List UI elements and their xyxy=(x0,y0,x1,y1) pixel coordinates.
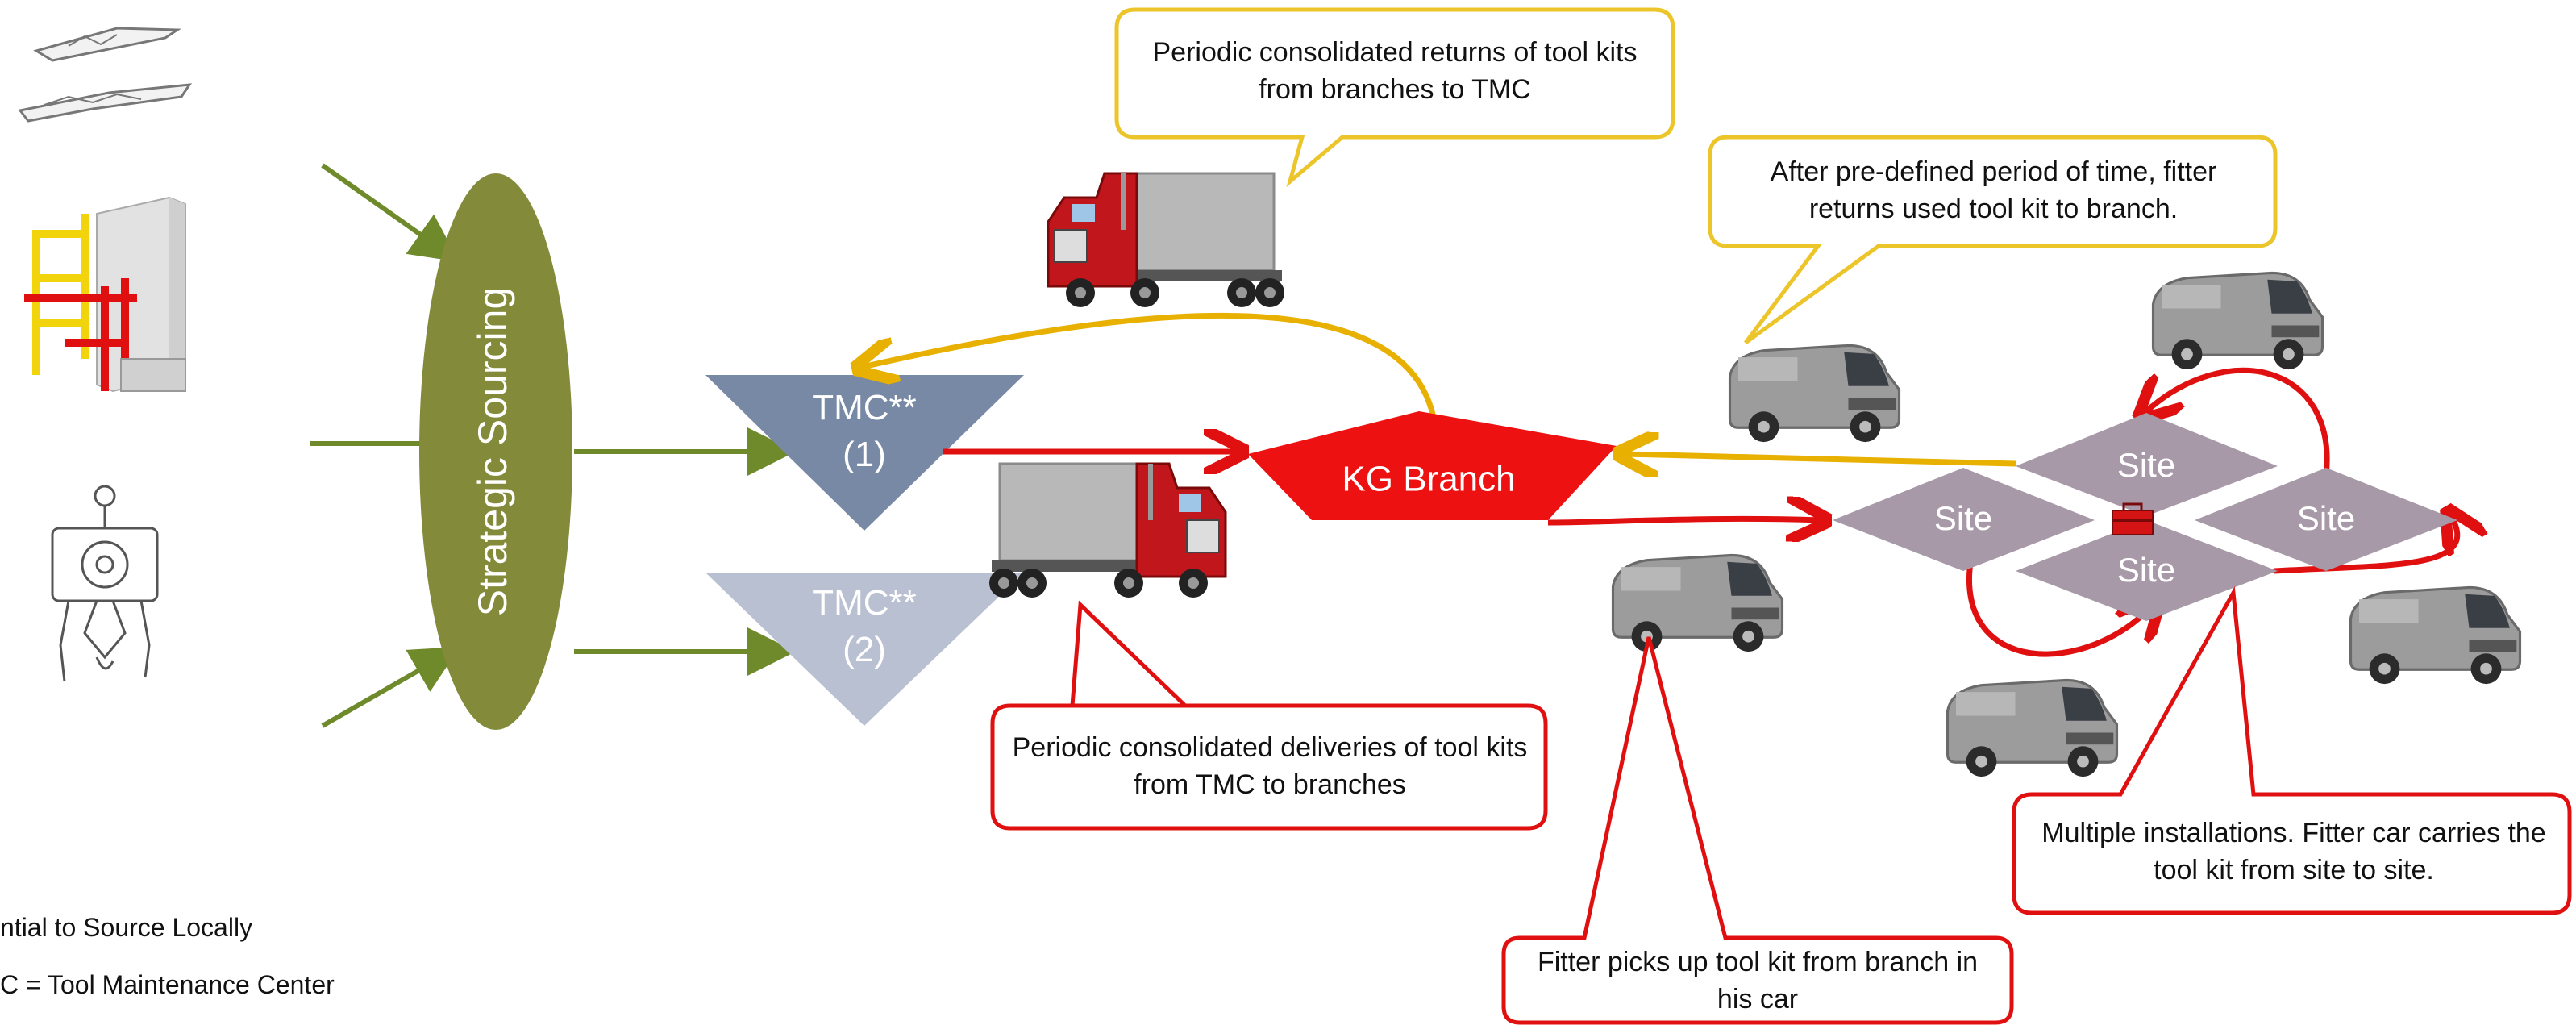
input-arrow-3 xyxy=(321,647,460,728)
footnote-source-locally: ntial to Source Locally xyxy=(0,913,253,942)
kg-branch-shape xyxy=(1248,411,1617,520)
callout-multiple-installations-bubble xyxy=(2012,585,2572,915)
site-label-left: Site xyxy=(1934,499,1992,537)
van-icon xyxy=(2151,271,2324,371)
callout-multiple-installations-text: Multiple installations. Fitter car carri… xyxy=(2041,818,2546,885)
callout-deliveries-bubble xyxy=(990,600,1548,831)
van-icon xyxy=(1611,553,1784,653)
tmc1-label-line1: TMC** xyxy=(812,388,917,427)
site-label-bottom: Site xyxy=(2117,551,2175,589)
tmc1-label-line2: (1) xyxy=(843,435,886,474)
site-diamond-left xyxy=(1833,468,2095,571)
site-loop-arrow-bottom xyxy=(1966,556,2154,657)
branch-to-tmc-return-arrow xyxy=(863,312,1437,419)
site-diamond-top xyxy=(2016,413,2278,516)
footnote-tmc-definition: C = Tool Maintenance Center xyxy=(0,970,335,999)
lifting-beam-icon xyxy=(18,27,193,123)
truck-icon xyxy=(1047,172,1286,309)
callout-returns-tmc-bubble xyxy=(1114,7,1675,188)
site-loop-arrow-top xyxy=(2145,367,2330,477)
strategic-sourcing-label: Strategic Sourcing xyxy=(470,287,515,617)
van-icon xyxy=(1946,678,2119,778)
site-diamond-bottom xyxy=(2016,520,2278,621)
callout-fitter-picks-bubble xyxy=(1501,636,2014,1025)
fitter-return-arrow xyxy=(1625,454,2016,464)
kg-branch-label: KG Branch xyxy=(1342,460,1515,499)
tmc2-label-line2: (2) xyxy=(843,630,886,669)
van-icon xyxy=(2349,585,2522,685)
callout-fitter-returns-bubble xyxy=(1708,135,2278,345)
callout-deliveries-text: Periodic consolidated deliveries of tool… xyxy=(1012,732,1528,800)
van-icon xyxy=(1728,344,1901,444)
hoist-tool-icon xyxy=(51,485,159,682)
input-arrow-1 xyxy=(321,163,460,262)
tmc2-label-line1: TMC** xyxy=(812,583,917,623)
site-loop-arrow-right xyxy=(2273,516,2457,574)
site-label-right: Site xyxy=(2297,499,2355,537)
branch-to-site-arrow xyxy=(1547,519,1821,523)
truck-icon xyxy=(988,462,1227,599)
tmc2-triangle xyxy=(705,573,1024,726)
callout-fitter-returns-text: After pre-defined period of time, fitter… xyxy=(1770,156,2217,224)
tmc1-triangle xyxy=(705,375,1024,531)
toolbox-icon xyxy=(2112,502,2154,535)
strategic-sourcing-ellipse xyxy=(419,173,572,730)
callout-fitter-picks-text: Fitter picks up tool kit from branch in … xyxy=(1537,947,1979,1015)
site-diamond-right xyxy=(2195,468,2457,571)
callout-returns-tmc-text: Periodic consolidated returns of tool ki… xyxy=(1152,37,1638,105)
scaffold-tool-icon xyxy=(24,196,186,393)
site-label-top: Site xyxy=(2117,446,2175,484)
